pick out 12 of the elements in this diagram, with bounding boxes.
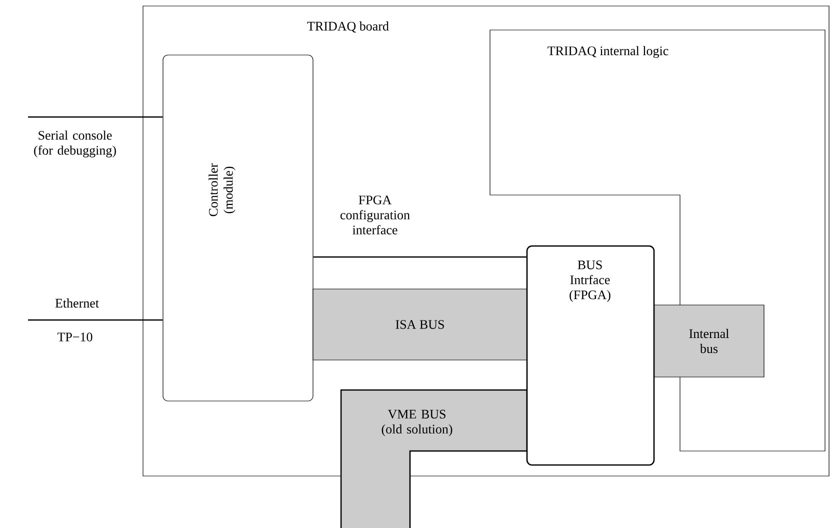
bus-band: ISA BUS [312, 288, 528, 360]
edge-label: Ethernet [55, 298, 99, 308]
connection-line [28, 319, 163, 321]
fpga-box: BUS Intrface (FPGA) [526, 245, 655, 466]
controller-box: Controller (module) [162, 54, 314, 402]
signal-label: TP−10 [57, 332, 92, 342]
bus-band: Internal bus [654, 304, 764, 378]
edge-label: FPGA configuration interface [340, 196, 410, 234]
bus-band: VME BUS (old solution) [340, 389, 528, 528]
connection-line [28, 116, 163, 118]
edge-label: Serial console (for debugging) [34, 130, 116, 158]
connection-line [313, 256, 526, 258]
